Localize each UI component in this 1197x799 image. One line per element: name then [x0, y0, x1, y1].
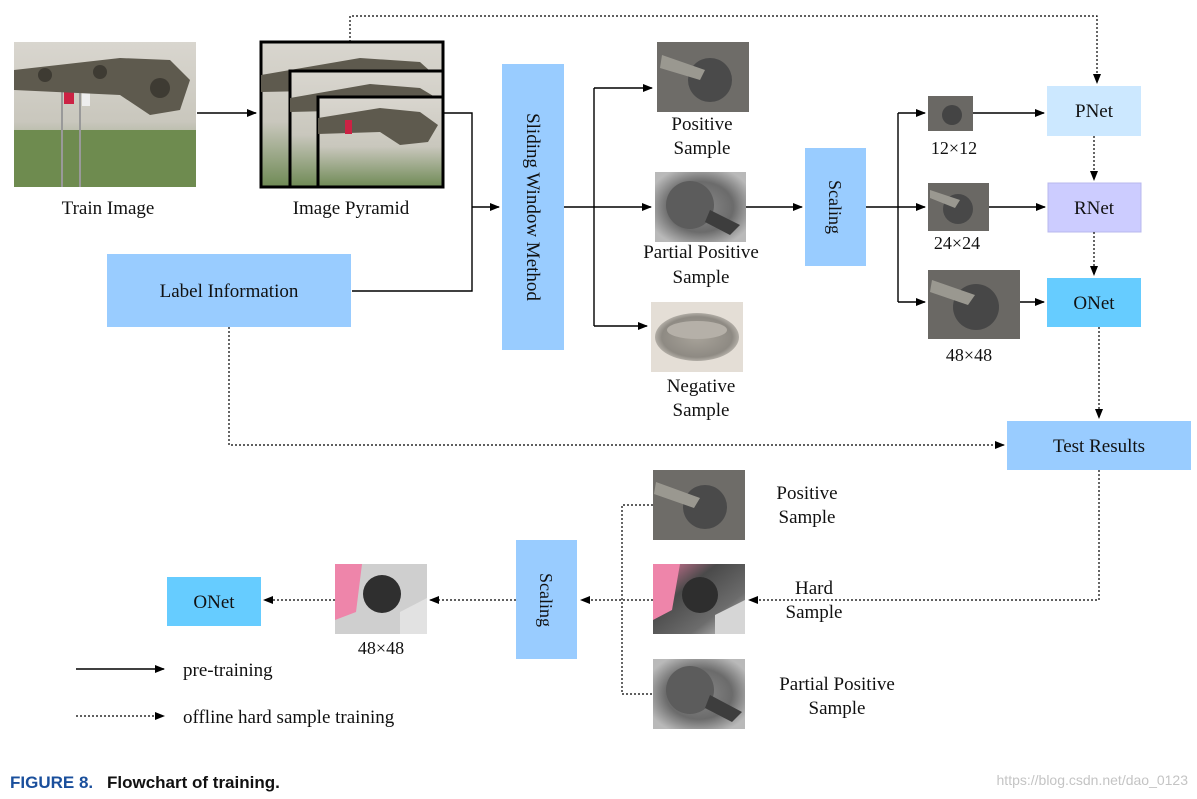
- legend: pre-training offline hard sample trainin…: [76, 660, 395, 728]
- train-image-label: Train Image: [62, 198, 155, 219]
- bottom-positive-sample-image: [653, 470, 745, 540]
- size-48-label: 48×48: [946, 345, 992, 365]
- bottom-size-48-label: 48×48: [358, 638, 404, 658]
- dotted-connectors: [228, 15, 1103, 695]
- sliding-window-label: Sliding Window Method: [522, 113, 543, 301]
- rnet-label: RNet: [1074, 198, 1115, 219]
- size-12-label: 12×12: [931, 138, 977, 158]
- legend-solid-label: pre-training: [183, 660, 273, 681]
- image-pyramid-label: Image Pyramid: [293, 198, 410, 219]
- pnet-label: PNet: [1075, 101, 1114, 122]
- onet-box-top: [1047, 278, 1141, 327]
- scaling-label-bottom: Scaling: [536, 573, 556, 627]
- solid-connectors: [197, 84, 1046, 330]
- negative-sample-label-2: Sample: [673, 400, 730, 421]
- scaling-box-bottom: [516, 540, 577, 659]
- sliding-window-box: [502, 64, 564, 350]
- train-image-photo: [14, 42, 196, 187]
- crop-48-image: [928, 270, 1020, 339]
- positive-sample-image: [657, 42, 749, 112]
- bottom-crop-48-image: [335, 564, 427, 634]
- bottom-partial-positive-image: [653, 659, 745, 729]
- test-results-label: Test Results: [1053, 436, 1145, 457]
- rnet-box: [1047, 182, 1142, 233]
- scaling-label-top: Scaling: [825, 180, 845, 234]
- test-results-box: [1007, 421, 1191, 470]
- scaling-box-top: [805, 148, 866, 266]
- line-pyramid-label-merge: [352, 112, 473, 292]
- partial-positive-label-1: Partial Positive: [643, 242, 759, 263]
- bottom-partial-label-1: Partial Positive: [779, 674, 895, 695]
- partial-positive-sample-image: [655, 172, 746, 242]
- line-bottom-sample-bracket: [621, 504, 653, 695]
- bottom-positive-label-2: Sample: [779, 507, 836, 528]
- onet-label-bottom: ONet: [193, 592, 235, 613]
- label-information-box: [107, 254, 351, 327]
- hard-sample-image: [653, 564, 745, 634]
- bottom-partial-label-2: Sample: [809, 698, 866, 719]
- bottom-positive-label-1: Positive: [776, 483, 837, 504]
- partial-positive-label-2: Sample: [673, 267, 730, 288]
- legend-dotted-label: offline hard sample training: [183, 707, 395, 728]
- arrow-results-to-hard: [748, 470, 1100, 604]
- size-24-label: 24×24: [934, 233, 980, 253]
- hard-sample-label-1: Hard: [795, 578, 833, 599]
- arrow-pyramid-to-pnet: [349, 15, 1101, 84]
- onet-label-top: ONet: [1073, 293, 1115, 314]
- crop-24-image: [928, 183, 989, 231]
- arrow-label-to-results: [228, 327, 1005, 449]
- hard-sample-label-2: Sample: [786, 602, 843, 623]
- image-pyramid-photos: [259, 40, 445, 189]
- label-information-label: Label Information: [160, 281, 299, 302]
- crop-12-image: [928, 96, 973, 131]
- positive-sample-label-1: Positive: [671, 114, 732, 135]
- figure-caption-label: FIGURE 8.: [10, 773, 93, 792]
- watermark: https://blog.csdn.net/dao_0123: [997, 772, 1189, 788]
- positive-sample-label-2: Sample: [674, 138, 731, 159]
- negative-sample-label-1: Negative: [667, 376, 736, 397]
- onet-box-bottom: [167, 577, 261, 626]
- negative-sample-image: [651, 302, 743, 372]
- figure-caption-text: Flowchart of training.: [107, 773, 280, 792]
- pnet-box: [1047, 86, 1141, 136]
